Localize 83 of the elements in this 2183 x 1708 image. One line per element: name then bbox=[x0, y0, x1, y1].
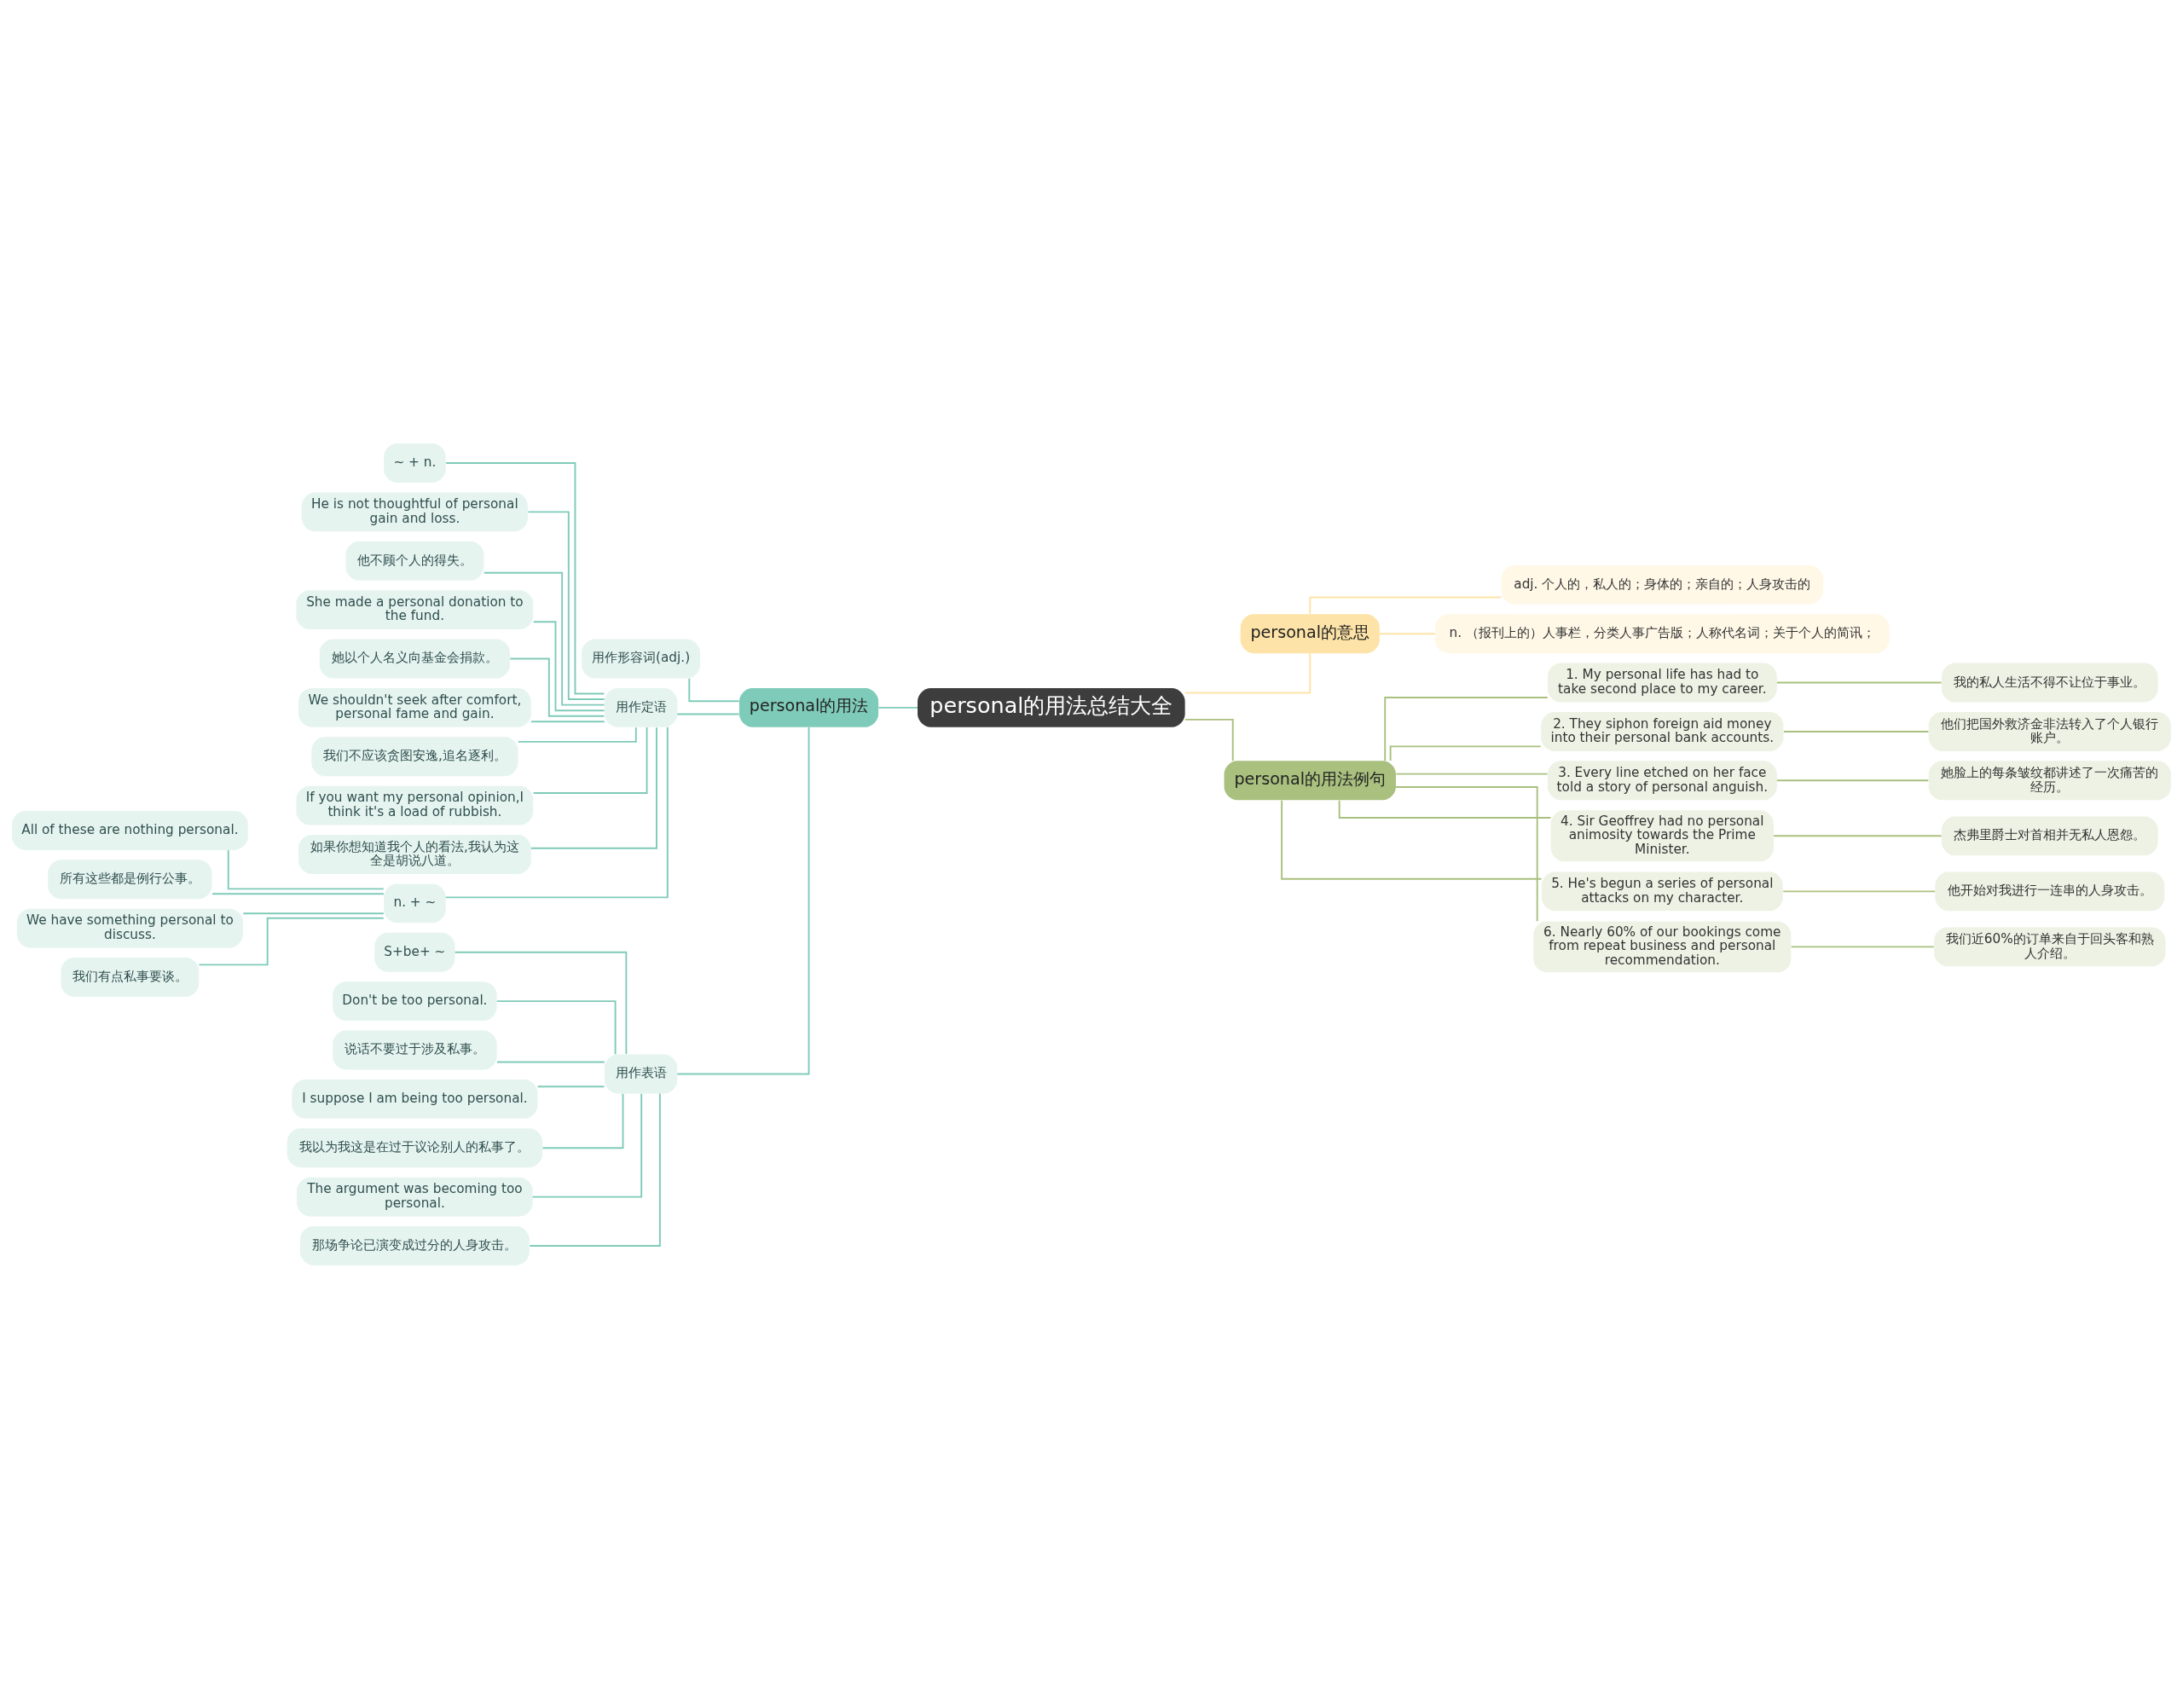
connector bbox=[877, 706, 918, 709]
node-box: All of these are nothing personal. bbox=[12, 810, 248, 850]
node-box: 1. My personal life has had to take second place to my career. bbox=[1547, 663, 1777, 702]
connector bbox=[1395, 785, 1538, 922]
node-box: 她脸上的每条皱纹都讲述了一次痛苦的经历。 bbox=[1928, 760, 2171, 800]
node-box: If you want my personal opinion,I think it's a load of rubbish. bbox=[296, 785, 534, 825]
node-box: 我们有点私事要谈。 bbox=[61, 957, 200, 997]
connector bbox=[1782, 730, 1930, 732]
connector bbox=[1384, 696, 1549, 761]
node-box: 他们把国外救济金非法转入了个人银行账户。 bbox=[1928, 711, 2171, 751]
connector bbox=[1773, 834, 1943, 837]
node-box: 那场争论已演变成过分的人身攻击。 bbox=[299, 1225, 530, 1265]
node-box: 我们近60%的订单来自于回头客和熟人介绍。 bbox=[1934, 926, 2166, 966]
connector bbox=[536, 1085, 605, 1087]
connector bbox=[541, 1092, 624, 1149]
node-box: personal的意思 bbox=[1240, 613, 1380, 653]
connector bbox=[198, 917, 385, 965]
node-box: 说话不要过于涉及私事。 bbox=[333, 1030, 497, 1069]
connector bbox=[1775, 681, 1943, 684]
connector bbox=[1338, 799, 1552, 819]
connector bbox=[444, 726, 669, 898]
connector bbox=[688, 677, 740, 702]
connector bbox=[1782, 889, 1937, 892]
node-box: 他不顾个人的得失。 bbox=[345, 541, 484, 581]
node-box: 3. Every line etched on her face told a story of personal anguish. bbox=[1547, 760, 1777, 800]
node-box: adj. 个人的，私人的；身体的；亲自的；人身攻击的 bbox=[1501, 565, 1823, 605]
node-box: S+be+ ~ bbox=[374, 932, 455, 972]
connector bbox=[529, 1092, 661, 1247]
node-box: personal的用法例句 bbox=[1224, 760, 1396, 800]
node-box: 我的私人生活不得不让位于事业。 bbox=[1941, 663, 2158, 702]
connector bbox=[532, 620, 605, 711]
node-box: The argument was becoming too personal. bbox=[297, 1177, 533, 1217]
node-box: 用作表语 bbox=[604, 1054, 678, 1093]
connector bbox=[530, 726, 657, 849]
connector bbox=[483, 571, 605, 706]
connector bbox=[531, 1092, 643, 1198]
node-box: He is not thoughtful of personal gain and loss. bbox=[301, 491, 528, 531]
connector bbox=[676, 713, 740, 715]
connector bbox=[509, 657, 605, 717]
node-box: She made a personal donation to the fund. bbox=[296, 589, 534, 629]
connector bbox=[454, 951, 628, 1055]
connector bbox=[527, 510, 605, 700]
connector bbox=[227, 848, 385, 889]
connector bbox=[495, 999, 617, 1055]
node-box: 所有这些都是例行公事。 bbox=[48, 859, 212, 899]
node-box: personal的用法总结大全 bbox=[918, 687, 1185, 727]
node-box: 杰弗里爵士对首相并无私人恩怨。 bbox=[1941, 815, 2158, 855]
node-box: 她以个人名义向基金会捐款。 bbox=[319, 639, 510, 678]
connector bbox=[530, 720, 605, 722]
connector bbox=[1378, 632, 1436, 634]
node-box: n. （报刊上的）人事栏，分类人事广告版；人称代名词；关于个人的简讯； bbox=[1434, 613, 1890, 653]
node-box: n. + ~ bbox=[384, 883, 446, 923]
connector bbox=[1184, 651, 1312, 693]
node-box: 4. Sir Geoffrey had no personal animosity towards the Prime Minister. bbox=[1550, 809, 1774, 861]
node-box: 2. They siphon foreign aid money into their personal bank accounts. bbox=[1541, 711, 1784, 751]
node-box: 如果你想知道我个人的看法,我认为这全是胡说八道。 bbox=[298, 834, 531, 874]
node-box: 我们不应该贪图安逸,追名逐利。 bbox=[311, 736, 518, 776]
node-box: 用作定语 bbox=[604, 687, 678, 727]
connector bbox=[242, 912, 385, 914]
node-box: We have something personal to discuss. bbox=[16, 908, 243, 948]
connector bbox=[517, 726, 637, 743]
connector bbox=[1775, 779, 1930, 781]
connector bbox=[1389, 744, 1542, 761]
node-box: ~ + n. bbox=[384, 443, 446, 483]
connector bbox=[495, 1061, 605, 1062]
connector bbox=[676, 726, 810, 1074]
connector bbox=[1790, 945, 1935, 947]
connector bbox=[1281, 799, 1543, 880]
connector bbox=[445, 461, 605, 694]
node-box: 5. He's begun a series of personal attacks on my character. bbox=[1541, 871, 1783, 911]
node-box: personal的用法 bbox=[738, 687, 879, 727]
connector bbox=[1184, 718, 1234, 761]
node-box: I suppose I am being too personal. bbox=[292, 1079, 538, 1119]
connector bbox=[211, 892, 385, 895]
node-box: 我以为我这是在过于议论别人的私事了。 bbox=[287, 1127, 543, 1167]
node-box: 用作形容词(adj.) bbox=[582, 639, 701, 678]
connector bbox=[1395, 773, 1549, 775]
node-box: 6. Nearly 60% of our bookings come from repeat business and personal recommendation. bbox=[1533, 920, 1792, 972]
connector bbox=[1309, 596, 1503, 615]
node-box: 他开始对我进行一连串的人身攻击。 bbox=[1935, 871, 2165, 911]
node-box: Don't be too personal. bbox=[333, 981, 497, 1021]
connector bbox=[532, 726, 648, 794]
node-box: We shouldn't seek after comfort, personal fame and gain. bbox=[298, 687, 531, 727]
